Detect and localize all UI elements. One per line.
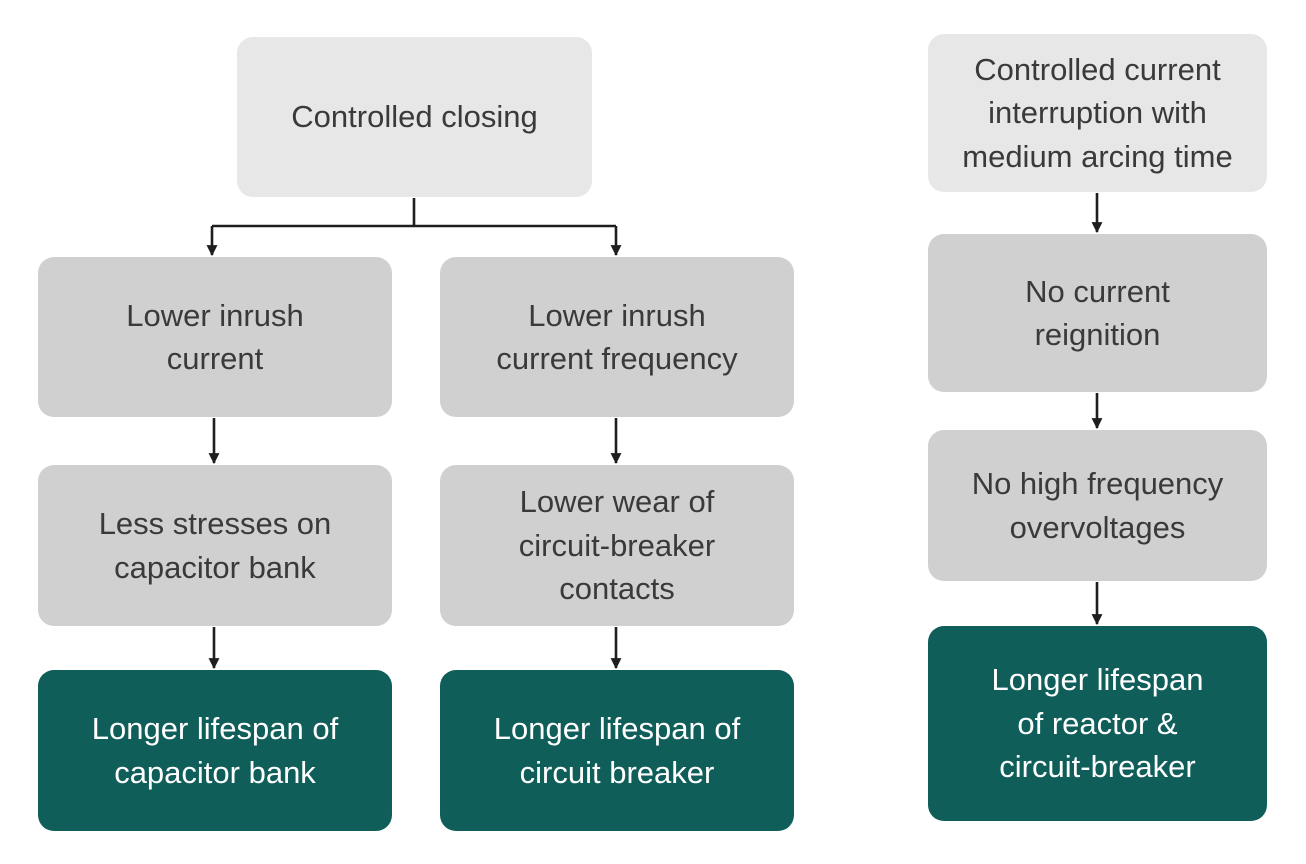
node-text: No high frequency overvoltages: [972, 462, 1224, 549]
node-controlled-interruption: Controlled current interruption with med…: [928, 34, 1267, 192]
connector-closing-split: [212, 198, 616, 228]
node-text-line: current frequency: [496, 341, 738, 376]
node-text: Longer lifespan of capacitor bank: [92, 707, 338, 794]
node-text-line: reignition: [1034, 317, 1161, 352]
node-text-line: Less stresses on: [98, 506, 332, 542]
node-less-stresses: Less stresses on capacitor bank: [38, 465, 392, 626]
node-text-line: circuit breaker: [519, 754, 715, 790]
node-text: Controlled current interruption with med…: [962, 48, 1232, 178]
node-text-line: current: [166, 341, 264, 376]
node-text: Lower inrush current frequency: [496, 294, 737, 381]
node-text-line: Longer lifespan: [991, 662, 1204, 698]
node-text: Longer lifespan of circuit breaker: [494, 707, 740, 794]
node-lifespan-reactor: Longer lifespan of reactor & circuit-bre…: [928, 626, 1267, 821]
node-lifespan-capacitor: Longer lifespan of capacitor bank: [38, 670, 392, 831]
node-text-line: Longer lifespan of: [91, 711, 339, 747]
node-no-reignition: No current reignition: [928, 234, 1267, 392]
node-text-line: of reactor &: [1017, 705, 1178, 741]
node-text: No current reignition: [1025, 270, 1170, 357]
node-text-line: Lower inrush: [528, 297, 706, 333]
node-text-line: interruption with: [988, 95, 1207, 131]
node-text-line: No high frequency: [971, 466, 1224, 502]
node-lower-inrush-frequency: Lower inrush current frequency: [440, 257, 794, 417]
node-text: Lower wear of circuit-breaker contacts: [519, 480, 715, 610]
node-text-line: medium arcing time: [962, 138, 1233, 174]
node-text-line: capacitor bank: [114, 754, 316, 790]
node-lower-wear: Lower wear of circuit-breaker contacts: [440, 465, 794, 626]
node-lifespan-breaker: Longer lifespan of circuit breaker: [440, 670, 794, 831]
node-controlled-closing: Controlled closing: [237, 37, 592, 197]
node-lower-inrush-current: Lower inrush current: [38, 257, 392, 417]
node-text: Less stresses on capacitor bank: [99, 502, 332, 589]
node-no-overvoltages: No high frequency overvoltages: [928, 430, 1267, 581]
node-text-line: circuit-breaker: [999, 749, 1196, 785]
node-text-line: Controlled closing: [291, 99, 538, 135]
node-text-line: contacts: [559, 571, 675, 607]
node-text-line: overvoltages: [1009, 509, 1186, 545]
node-text: Controlled closing: [291, 95, 537, 138]
node-text-line: capacitor bank: [114, 549, 316, 585]
node-text-line: Lower wear of: [519, 484, 715, 520]
node-text-line: Lower inrush: [126, 297, 304, 333]
node-text: Longer lifespan of reactor & circuit-bre…: [992, 658, 1204, 788]
node-text-line: circuit-breaker: [518, 527, 716, 563]
node-text: Lower inrush current: [126, 294, 303, 381]
node-text-line: Longer lifespan of: [493, 711, 741, 747]
node-text-line: No current: [1025, 273, 1170, 309]
node-text-line: Controlled current: [974, 51, 1221, 87]
